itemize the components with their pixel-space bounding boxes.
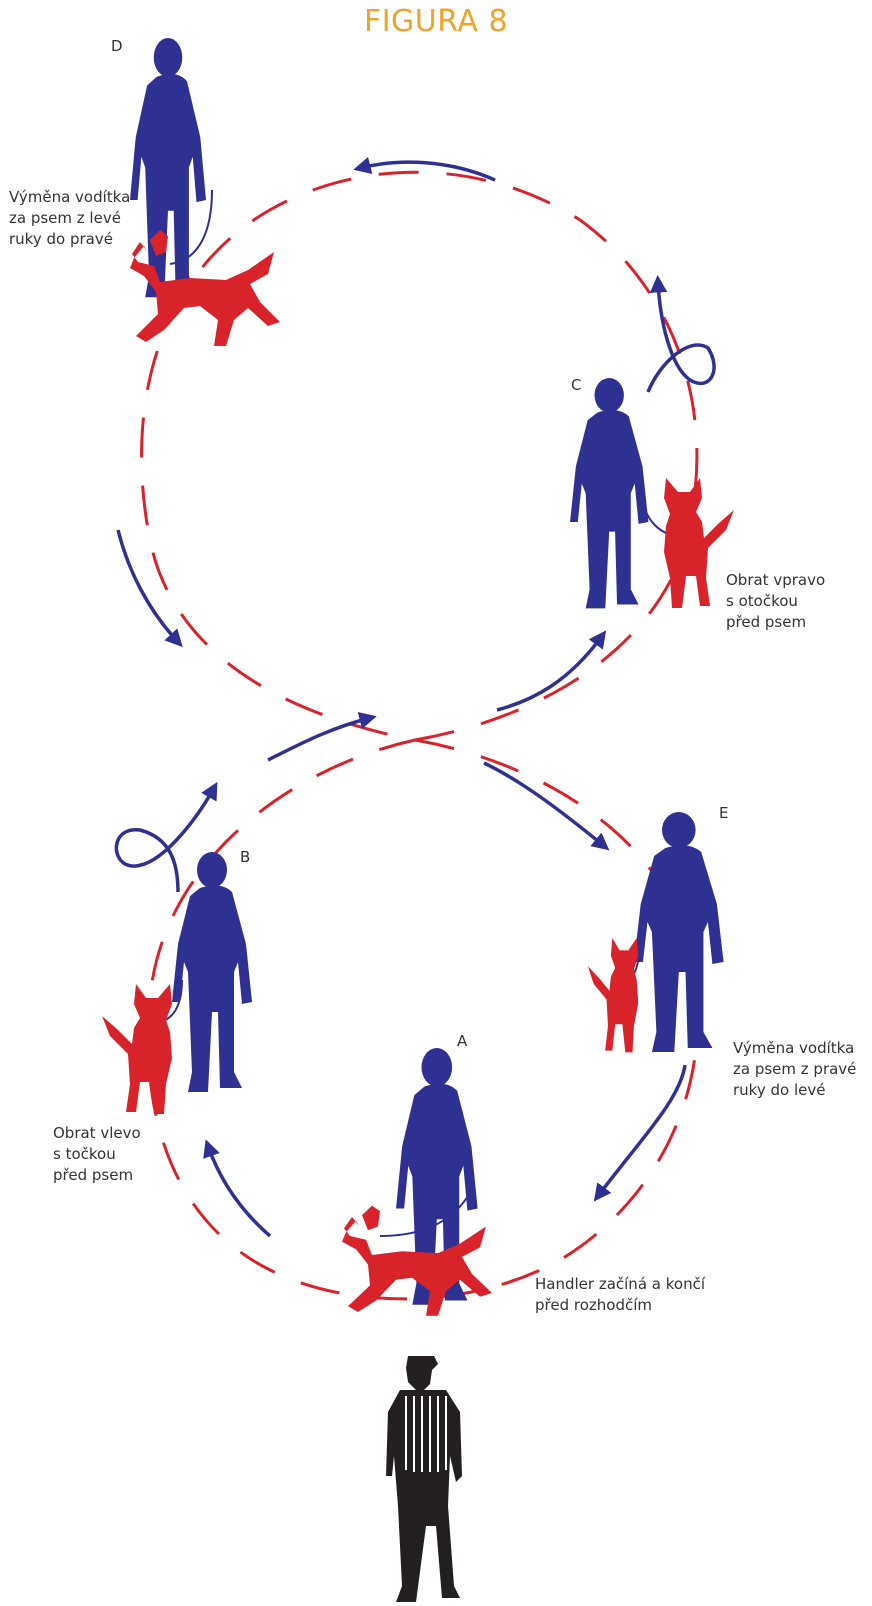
station-d-note: Výměna vodítka za psem z levé ruky do pr… bbox=[9, 187, 130, 250]
judge-icon bbox=[386, 1356, 462, 1602]
handler-b-icon bbox=[172, 852, 252, 1092]
station-a-note-line: před rozhodčím bbox=[535, 1296, 652, 1314]
station-e-note-line: ruky do levé bbox=[733, 1081, 826, 1099]
station-d-note-line: ruky do pravé bbox=[9, 230, 113, 248]
dog-b-icon bbox=[102, 984, 172, 1114]
handler-e-icon bbox=[634, 812, 724, 1052]
station-d-note-line: za psem z levé bbox=[9, 209, 121, 227]
station-a-note-line: Handler začíná a končí bbox=[535, 1275, 705, 1293]
direction-arrows bbox=[114, 156, 716, 1238]
station-b-note-line: s točkou bbox=[53, 1145, 116, 1163]
handler-c-icon bbox=[570, 378, 649, 609]
dog-c-icon bbox=[664, 478, 734, 608]
handler-d-icon bbox=[130, 38, 206, 298]
station-c-note-line: s otočkou bbox=[726, 592, 798, 610]
station-letter-b: B bbox=[240, 848, 251, 866]
figure-title: FIGURA 8 bbox=[363, 4, 509, 39]
station-e-note-line: za psem z pravé bbox=[733, 1060, 857, 1078]
station-c-note: Obrat vpravo s otočkou před psem bbox=[726, 570, 825, 633]
station-b-note-line: Obrat vlevo bbox=[53, 1124, 141, 1142]
station-c-note-line: Obrat vpravo bbox=[726, 571, 826, 589]
arrow-center-left-icon bbox=[267, 712, 377, 762]
arrow-bottom-right-icon bbox=[593, 1064, 687, 1202]
station-e-note-line: Výměna vodítka bbox=[733, 1039, 855, 1057]
arrow-right-lower-icon bbox=[483, 761, 610, 851]
station-letter-c: C bbox=[571, 376, 582, 394]
loop-arrow-b-icon bbox=[114, 781, 218, 893]
station-letter-e: E bbox=[719, 804, 729, 822]
station-letter-a: A bbox=[457, 1032, 468, 1050]
station-a-note: Handler začíná a končí před rozhodčím bbox=[535, 1274, 705, 1316]
station-c-note-line: před psem bbox=[726, 613, 807, 631]
station-d-note-line: Výměna vodítka bbox=[9, 188, 131, 206]
arrow-top-icon bbox=[353, 156, 496, 182]
arrow-center-right-icon bbox=[496, 630, 607, 712]
station-b-note-line: před psem bbox=[53, 1166, 134, 1184]
station-e-note: Výměna vodítka za psem z pravé ruky do l… bbox=[733, 1038, 856, 1101]
arrow-left-upper-icon bbox=[116, 529, 183, 648]
loop-arrow-c-icon bbox=[646, 275, 716, 393]
station-letter-d: D bbox=[111, 37, 123, 55]
arrow-bottom-left-icon bbox=[203, 1139, 272, 1238]
dog-e-icon bbox=[587, 938, 639, 1053]
station-b-note: Obrat vlevo s točkou před psem bbox=[53, 1123, 141, 1186]
